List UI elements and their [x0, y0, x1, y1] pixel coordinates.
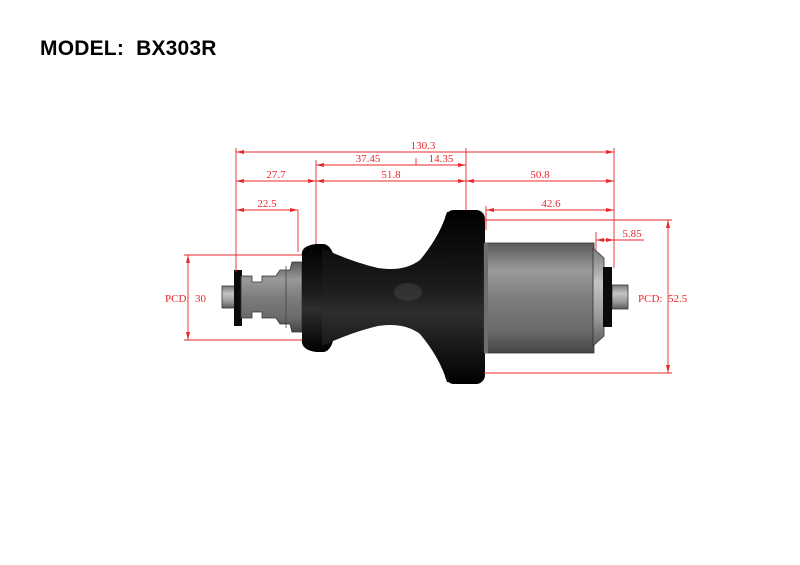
dim-37-45: 37.45	[356, 153, 381, 165]
right-axle-end	[611, 284, 629, 310]
left-axle-end	[221, 285, 237, 309]
left-spindle	[240, 261, 303, 333]
dim-22-5: 22.5	[257, 198, 277, 210]
dim-27-7: 27.7	[266, 169, 286, 181]
dim-overall-length: 130.3	[411, 140, 436, 152]
model-title: MODEL: BX303R	[40, 37, 217, 60]
dim-51-8: 51.8	[381, 169, 401, 181]
dim-42-6: 42.6	[541, 198, 561, 210]
right-flange	[445, 210, 485, 384]
hub-shell	[322, 212, 460, 382]
hub-body	[221, 210, 629, 384]
dimension-lines	[184, 148, 672, 374]
freehub-body	[483, 242, 595, 354]
right-locknut	[603, 267, 612, 327]
pcd-right-label: PCD: 52.5	[638, 293, 688, 305]
dim-50-8: 50.8	[530, 169, 550, 181]
dim-5-85: 5.85	[622, 228, 642, 240]
left-locknut	[234, 270, 242, 326]
dim-14-35: 14.35	[429, 153, 454, 165]
dimension-arrows	[186, 150, 670, 373]
pcd-left-label: PCD: 30	[165, 293, 206, 305]
right-spacer	[592, 247, 605, 347]
